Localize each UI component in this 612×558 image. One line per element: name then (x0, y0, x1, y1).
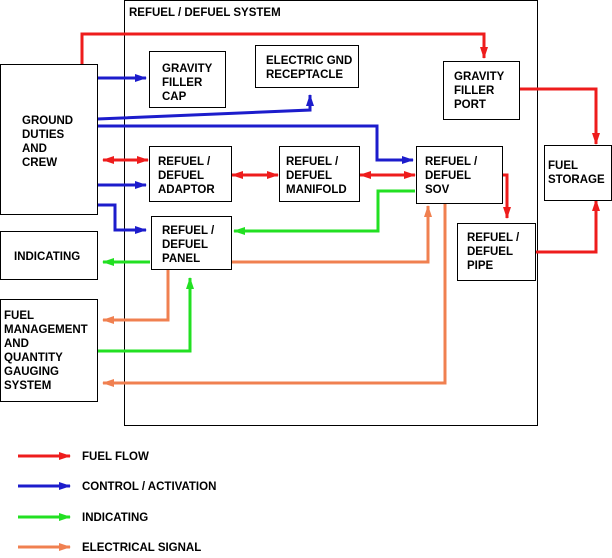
elec-sov-to-fmqgs (102, 204, 447, 387)
adaptor-line-1: REFUEL / (158, 156, 211, 168)
manifold-line-3: MANIFOLD (286, 184, 347, 196)
flow-pipe-to-storage (536, 199, 600, 254)
ground-crew-line-4: CREW (22, 157, 57, 169)
box-fuel-storage: FUEL STORAGE (544, 145, 612, 201)
flow-ground-to-filler-port (80, 32, 488, 64)
receptacle-line-1: ELECTRIC GND (266, 55, 352, 67)
storage-line-1: FUEL (548, 160, 578, 172)
legend-label-fuel-flow: FUEL FLOW (82, 451, 149, 463)
legend: FUEL FLOW CONTROL / ACTIVATION INDICATIN… (18, 451, 216, 554)
pipe-line-2: DEFUEL (467, 246, 513, 258)
box-gravity-filler-port: GRAVITY FILLER PORT (443, 61, 520, 120)
box-refuel-manifold: REFUEL / DEFUEL MANIFOLD (279, 146, 360, 202)
ind-fmqgs-to-panel (97, 277, 194, 353)
box-refuel-panel: REFUEL / DEFUEL PANEL (151, 216, 232, 270)
adaptor-line-2: DEFUEL (158, 170, 204, 182)
legend-item-electrical: ELECTRICAL SIGNAL (18, 542, 201, 554)
indicating-lines (97, 189, 415, 353)
storage-line-2: STORAGE (548, 174, 605, 186)
fmqgs-line-6: SYSTEM (4, 380, 51, 392)
panel-line-1: REFUEL / (162, 225, 215, 237)
port-line-3: PORT (454, 99, 486, 111)
legend-item-control: CONTROL / ACTIVATION (18, 481, 216, 493)
box-fmqgs: FUEL MANAGEMENT AND QUANTITY GAUGING SYSTEM (0, 299, 98, 402)
fmqgs-line-3: AND (4, 338, 29, 350)
pipe-line-1: REFUEL / (467, 232, 520, 244)
box-indicating: INDICATING (0, 231, 98, 280)
box-ground-crew: GROUND DUTIES AND CREW (0, 64, 98, 215)
cap-line-1: GRAVITY (162, 63, 213, 75)
panel-line-3: PANEL (162, 253, 200, 265)
box-refuel-sov: REFUEL / DEFUEL SOV (416, 146, 503, 204)
panel-line-2: DEFUEL (162, 239, 208, 251)
sov-line-3: SOV (425, 184, 450, 196)
manifold-line-1: REFUEL / (286, 156, 339, 168)
receptacle-line-2: RECEPTACLE (266, 69, 343, 81)
port-line-1: GRAVITY (454, 71, 505, 83)
ind-sov-to-panel (233, 189, 415, 235)
fmqgs-line-1: FUEL (4, 310, 34, 322)
system-boundary (124, 0, 538, 426)
flow-filler-port-to-storage (520, 87, 600, 145)
box-refuel-adaptor: REFUEL / DEFUEL ADAPTOR (149, 146, 232, 202)
legend-label-control: CONTROL / ACTIVATION (82, 481, 216, 493)
box-gravity-filler-cap: GRAVITY FILLER CAP (149, 51, 226, 108)
ctrl-ground-to-panel (97, 203, 147, 234)
system-title: REFUEL / DEFUEL SYSTEM (129, 7, 281, 19)
fmqgs-line-4: QUANTITY (4, 352, 63, 364)
sov-line-1: REFUEL / (425, 156, 478, 168)
elec-panel-to-fmqgs (102, 270, 170, 324)
ctrl-ground-to-receptacle (96, 94, 314, 121)
sov-line-2: DEFUEL (425, 170, 471, 182)
box-electric-gnd-receptacle: ELECTRIC GND RECEPTACLE (255, 45, 359, 88)
indicating-label: INDICATING (14, 251, 80, 263)
ground-crew-line-2: DUTIES (22, 129, 65, 141)
legend-label-indicating: INDICATING (82, 512, 148, 524)
ground-crew-line-1: GROUND (22, 115, 73, 127)
ground-crew-line-3: AND (22, 143, 47, 155)
elec-panel-to-sov (232, 205, 432, 264)
fmqgs-line-2: MANAGEMENT (4, 324, 88, 336)
fmqgs-line-5: GAUGING (4, 366, 59, 378)
legend-label-electrical: ELECTRICAL SIGNAL (82, 542, 201, 554)
fuel-flow-lines (80, 32, 600, 254)
box-refuel-pipe: REFUEL / DEFUEL PIPE (457, 223, 536, 281)
port-line-2: FILLER (454, 85, 495, 97)
cap-line-2: FILLER (162, 77, 203, 89)
manifold-line-2: DEFUEL (286, 170, 332, 182)
electrical-lines (102, 204, 447, 387)
cap-line-3: CAP (162, 91, 187, 103)
adaptor-line-3: ADAPTOR (158, 184, 215, 196)
control-lines (96, 74, 414, 234)
legend-item-fuel-flow: FUEL FLOW (18, 451, 149, 463)
flow-sov-to-pipe (503, 173, 511, 219)
legend-item-indicating: INDICATING (18, 512, 148, 524)
pipe-line-3: PIPE (467, 260, 494, 272)
ctrl-ground-to-sov (97, 124, 414, 164)
